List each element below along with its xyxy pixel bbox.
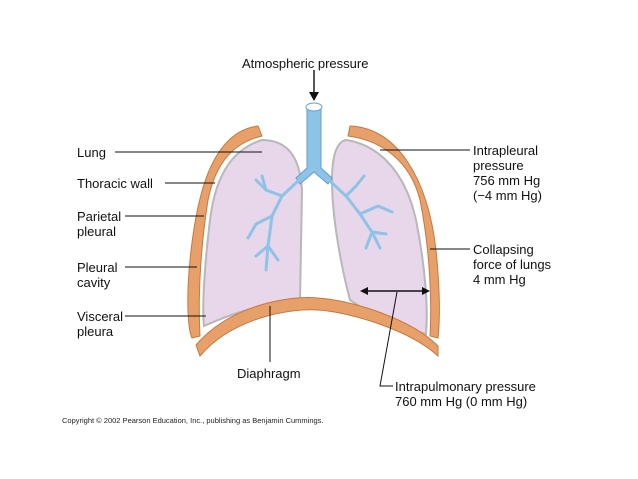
label-atmospheric-pressure: Atmospheric pressure — [242, 56, 369, 71]
label-lung: Lung — [77, 145, 106, 160]
label-parietal-line2: pleural — [77, 224, 117, 239]
label-collapsing-line2: force of lungs — [473, 257, 552, 272]
label-diaphragm: Diaphragm — [237, 366, 301, 381]
label-pleural-cavity-line1: Pleural — [77, 260, 118, 275]
collapsing-force-arrow — [360, 287, 430, 295]
airway — [295, 102, 333, 185]
label-intrapleural-line2: pressure — [473, 158, 524, 173]
label-intrapleural-pressure: Intrapleural pressure 756 mm Hg (−4 mm H… — [473, 143, 542, 203]
label-intrapulmonary-pressure: Intrapulmonary pressure 760 mm Hg (0 mm … — [395, 379, 536, 409]
right-bronchial-tree — [328, 174, 394, 250]
label-intrapulmonary-line2: 760 mm Hg (0 mm Hg) — [395, 394, 528, 409]
label-intrapleural-line1: Intrapleural — [473, 143, 539, 158]
left-bronchial-tree — [246, 174, 300, 272]
label-parietal-line1: Parietal — [77, 209, 122, 224]
label-visceral-pleura: Visceral pleura — [77, 309, 123, 339]
copyright-notice: Copyright © 2002 Pearson Education, Inc.… — [62, 416, 324, 425]
thoracic-wall-left — [187, 125, 263, 339]
label-intrapulmonary-line1: Intrapulmonary pressure — [395, 379, 536, 394]
leader-lines-left — [115, 151, 271, 362]
label-visceral-line2: pleura — [77, 324, 114, 339]
label-pleural-cavity-line2: cavity — [77, 275, 111, 290]
label-intrapleural-line3: 756 mm Hg — [473, 173, 541, 188]
label-pleural-cavity: Pleural cavity — [77, 260, 117, 290]
label-collapsing-line1: Collapsing — [473, 242, 534, 257]
leader-lines-right — [379, 149, 470, 387]
label-visceral-line1: Visceral — [77, 309, 124, 324]
thoracic-wall-right — [347, 125, 440, 339]
label-intrapleural-line4: (−4 mm Hg) — [473, 188, 542, 203]
label-thoracic-wall: Thoracic wall — [77, 176, 153, 191]
label-collapsing-line3: 4 mm Hg — [473, 272, 526, 287]
diaphragm — [195, 297, 439, 358]
label-collapsing-force: Collapsing force of lungs 4 mm Hg — [473, 242, 551, 287]
label-parietal-pleural: Parietal pleural — [77, 209, 121, 239]
